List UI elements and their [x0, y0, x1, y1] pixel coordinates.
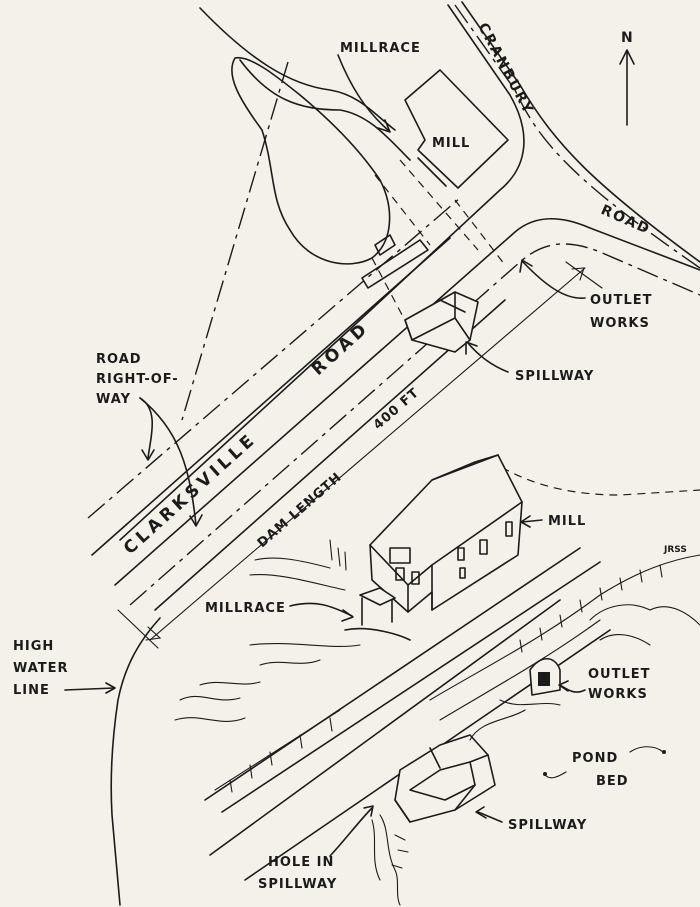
high-water-label-2: WATER	[13, 661, 69, 676]
plan-spillway-label: SPILLWAY	[515, 369, 594, 384]
pond-outline	[231, 57, 391, 265]
stream-line	[199, 7, 396, 131]
north-arrow: N	[619, 30, 635, 126]
persp-spillway-label: SPILLWAY	[508, 818, 587, 833]
cranbury-road-west	[119, 4, 525, 541]
high-water-label-1: HIGH	[13, 639, 54, 654]
plan-outlet-label-1: OUTLET	[590, 293, 653, 308]
cranbury-road-east	[461, 1, 700, 263]
perspective-view: MILL MILLRACE	[13, 454, 700, 906]
initials: JRSS	[663, 545, 687, 555]
persp-millrace-label: MILLRACE	[205, 601, 286, 616]
pond-bed-label-2: BED	[596, 774, 629, 789]
persp-mill-label: MILL	[548, 514, 586, 529]
north-label: N	[621, 30, 635, 46]
right-of-way-north	[87, 197, 461, 519]
clarksville-south-edge	[114, 217, 700, 586]
dam-length-line	[149, 267, 586, 641]
persp-outlet-label-2: WORKS	[588, 687, 648, 702]
dam-length-value: 400 FT	[371, 385, 423, 433]
row-label-1: ROAD	[96, 352, 142, 367]
hole-label-1: HOLE IN	[268, 855, 334, 870]
row-label-3: WAY	[96, 392, 131, 407]
clarksville-label: CLARKSVILLE	[120, 429, 261, 559]
persp-spillway	[394, 734, 496, 823]
millrace-arrow	[337, 54, 389, 131]
high-water-label-3: LINE	[13, 683, 50, 698]
cranbury-label: CRANBURY	[474, 20, 536, 117]
clarksville-road-label: ROAD	[308, 318, 374, 380]
hole-label-2: SPILLWAY	[258, 877, 337, 892]
cranbury-road-label: ROAD	[598, 202, 653, 238]
mill-building	[369, 454, 523, 613]
plan-mill-label: MILL	[432, 136, 470, 151]
mill-footprint	[404, 69, 509, 189]
high-water-line	[110, 617, 161, 906]
clarksville-north-edge	[91, 237, 451, 556]
pond-bed-label-1: POND	[572, 751, 618, 766]
plan-outlet-label-2: WORKS	[590, 316, 650, 331]
plan-millrace-label: MILLRACE	[340, 41, 421, 56]
row-label-2: RIGHT-OF-	[96, 372, 179, 387]
persp-outlet-label-1: OUTLET	[588, 667, 651, 682]
